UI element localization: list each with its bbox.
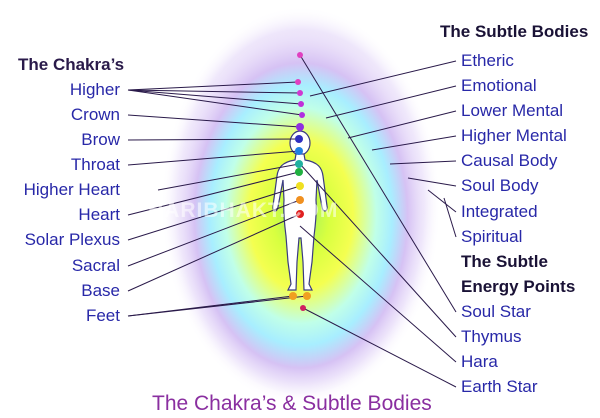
human-figure [272, 130, 328, 291]
connector-subtle-body-7 [443, 197, 457, 238]
point-heart [295, 168, 303, 176]
connector-heart [127, 171, 300, 216]
subtle-body-spiritual: Spiritual [461, 227, 523, 246]
connector-sacral [127, 199, 301, 267]
chakra-label-higher: Higher [69, 80, 120, 99]
subtle-body-emotional: Emotional [461, 76, 537, 95]
point-higher-3 [298, 101, 304, 107]
connector-soul-star [299, 54, 457, 313]
point-crown [296, 123, 304, 131]
connector-brow [127, 138, 300, 141]
connector-earth-star [302, 307, 457, 388]
energy-point-thymus: Thymus [461, 327, 522, 346]
chakra-label-solar-plexus: Solar Plexus [24, 230, 120, 249]
connector-higher-3 [127, 89, 303, 116]
connector-throat [127, 150, 300, 166]
subtle-body-lower-mental: Lower Mental [461, 101, 564, 120]
point-higher-2 [297, 90, 303, 96]
connector-higher-1 [127, 89, 301, 94]
chakra-label-crown: Crown [70, 105, 120, 124]
connector-subtle-body-3 [371, 135, 457, 151]
connector-hara [299, 225, 457, 363]
chakras-heading: The Chakra’s [18, 55, 125, 74]
chakra-label-higher-heart: Higher Heart [23, 180, 120, 199]
chakra-label-sacral: Sacral [71, 256, 120, 275]
connector-thymus [299, 163, 457, 338]
connector-higher-heart [157, 163, 300, 191]
chakra-label-base: Base [81, 281, 120, 300]
watermark-text: HARIBHAKT.COM [148, 199, 339, 222]
subtle-bodies-heading: The Subtle Bodies [440, 22, 589, 41]
point-solar-plexus [296, 182, 304, 190]
connector-solar-plexus [127, 185, 301, 241]
energy-point-hara: Hara [461, 352, 498, 371]
point-higher-heart [295, 160, 303, 168]
point-earth-star [300, 305, 306, 311]
point-higher-1 [295, 79, 301, 85]
connector-crown [127, 114, 301, 128]
connector-higher-0 [127, 81, 299, 91]
chakra-label-heart: Heart [78, 205, 120, 224]
page-title: The Chakra’s & Subtle Bodies [152, 392, 432, 415]
point-higher-4 [299, 112, 305, 118]
connector-subtle-body-2 [347, 110, 457, 139]
subtle-body-soul: Soul Body [461, 176, 539, 195]
chakra-points [289, 52, 311, 311]
connector-feet-right [127, 295, 308, 317]
connector-subtle-body-1 [325, 85, 457, 119]
connector-base [127, 213, 301, 292]
energy-points-heading-line1: The Subtle [461, 252, 548, 271]
subtle-body-integrated: Integrated [461, 202, 538, 221]
connector-lines [127, 54, 457, 388]
chakra-label-feet: Feet [85, 306, 120, 325]
point-sacral [296, 196, 304, 204]
subtle-body-causal: Causal Body [461, 151, 558, 170]
connector-subtle-body-5 [407, 177, 457, 187]
energy-point-soul-star: Soul Star [461, 302, 531, 321]
point-throat [295, 147, 303, 155]
point-soul-star [297, 52, 303, 58]
subtle-body-etheric: Etheric [461, 51, 514, 70]
chakra-label-throat: Throat [70, 155, 120, 174]
point-base [296, 210, 304, 218]
energy-points-heading-line2: Energy Points [461, 277, 576, 296]
point-feet-right [303, 292, 311, 300]
subtle-body-higher-mental: Higher Mental [461, 126, 567, 145]
energy-point-earth-star: Earth Star [461, 377, 538, 396]
connector-subtle-body-4 [389, 160, 457, 165]
point-brow [295, 135, 303, 143]
connector-subtle-body-0 [309, 60, 457, 97]
point-feet-left [289, 292, 297, 300]
connector-higher-2 [127, 89, 302, 105]
chakra-label-brow: Brow [81, 130, 120, 149]
connector-subtle-body-6 [427, 189, 457, 213]
